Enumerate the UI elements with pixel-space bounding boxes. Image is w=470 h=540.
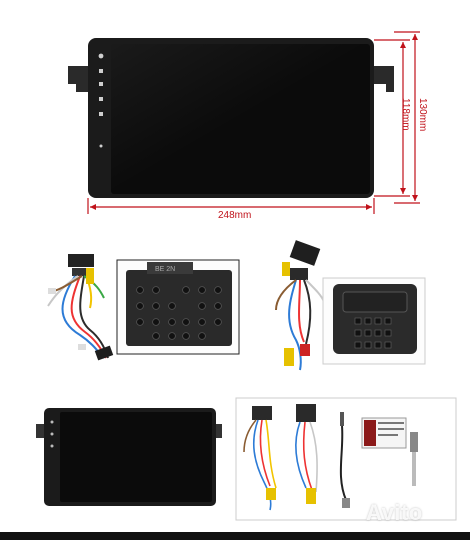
watermark-logo-icon: [350, 507, 362, 519]
left-wiring-harness: [47, 254, 114, 361]
width-dimension-label: 248mm: [218, 210, 252, 221]
volume-down-icon: [99, 112, 103, 116]
bundle-harness-left: [243, 406, 277, 511]
left-connector-closeup: BE 2N: [116, 259, 240, 355]
antenna-plug-adapter: [410, 432, 418, 486]
package-contents-section: [0, 397, 470, 540]
width-dimension-line: [87, 198, 375, 214]
watermark-brand: Avito: [366, 500, 423, 525]
mic-icon: [99, 144, 103, 148]
antenna-adapter-cable: [339, 412, 350, 508]
home-icon: [99, 69, 103, 73]
volume-up-icon: [99, 97, 103, 101]
right-mount-bracket: [372, 66, 394, 92]
head-unit-dimension-diagram: [68, 31, 420, 214]
right-connector-closeup: [322, 277, 426, 365]
inner-height-dimension-label: 118mm: [400, 98, 411, 131]
inner-height-dimension-line: [374, 39, 410, 197]
back-icon: [99, 82, 103, 86]
wiring-harness-section: BE 2N: [47, 240, 426, 371]
canbus-decoder-box: [361, 417, 407, 449]
outer-height-dimension-label: 130mm: [417, 98, 428, 132]
power-icon: [98, 53, 104, 59]
connector-label: BE 2N: [155, 266, 175, 273]
bundle-harness-right: [294, 404, 318, 504]
left-mount-bracket: [68, 66, 90, 92]
side-button-icons: [98, 53, 104, 148]
outer-height-dimension-line: [394, 31, 420, 204]
right-wiring-harness: [275, 240, 325, 371]
small-head-unit: [36, 408, 222, 506]
